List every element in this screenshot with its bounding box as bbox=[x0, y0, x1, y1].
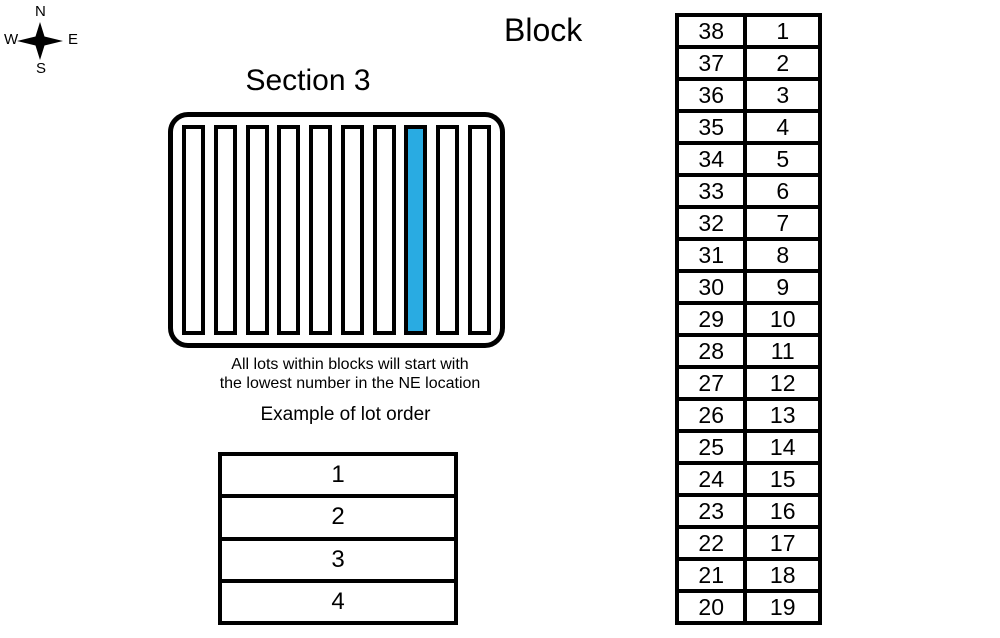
block-cell-right: 18 bbox=[743, 557, 822, 593]
block-cell-right: 16 bbox=[743, 493, 822, 529]
block-cell-right: 9 bbox=[743, 269, 822, 305]
section-bar bbox=[372, 125, 396, 335]
block-cell-left: 29 bbox=[674, 301, 748, 337]
lot-order-row: 4 bbox=[218, 578, 458, 626]
lot-number-cell: 2 bbox=[218, 494, 458, 541]
block-cell-left: 37 bbox=[674, 45, 748, 81]
block-cell-right: 14 bbox=[743, 429, 822, 465]
section-bar bbox=[213, 125, 237, 335]
section-bar bbox=[467, 125, 491, 335]
block-cell-left: 25 bbox=[674, 429, 748, 465]
block-cell-left: 31 bbox=[674, 237, 748, 273]
compass-rose: N W E S bbox=[0, 0, 92, 92]
block-cell-right: 17 bbox=[743, 525, 822, 561]
block-cell-right: 7 bbox=[743, 205, 822, 241]
block-cell-right: 1 bbox=[743, 13, 822, 49]
block-cell-right: 5 bbox=[743, 141, 822, 177]
block-cell-right: 11 bbox=[743, 333, 822, 369]
lot-rule-caption-line1: All lots within blocks will start with bbox=[231, 356, 469, 373]
block-cell-left: 30 bbox=[674, 269, 748, 305]
lot-rule-caption: All lots within blocks will start with t… bbox=[168, 355, 532, 393]
section-bar-highlighted bbox=[404, 125, 428, 335]
block-cell-left: 24 bbox=[674, 461, 748, 497]
block-cell-left: 38 bbox=[674, 13, 748, 49]
section-block-map bbox=[168, 112, 505, 348]
block-cell-left: 35 bbox=[674, 109, 748, 145]
block-cell-right: 2 bbox=[743, 45, 822, 81]
block-cell-left: 33 bbox=[674, 173, 748, 209]
compass-west-label: W bbox=[4, 31, 19, 48]
compass-south-label: S bbox=[36, 60, 47, 77]
section-bar bbox=[277, 125, 301, 335]
block-cell-right: 3 bbox=[743, 77, 822, 113]
lot-order-title: Example of lot order bbox=[260, 404, 431, 425]
block-title: Block bbox=[504, 12, 583, 48]
block-cell-right: 15 bbox=[743, 461, 822, 497]
block-cell-right: 6 bbox=[743, 173, 822, 209]
block-cell-left: 27 bbox=[674, 365, 748, 401]
compass-north-label: N bbox=[35, 3, 46, 20]
block-cell-left: 28 bbox=[674, 333, 748, 369]
block-cell-left: 20 bbox=[674, 589, 748, 625]
block-cell-left: 34 bbox=[674, 141, 748, 177]
lot-order-row: 1 bbox=[218, 451, 458, 499]
block-cell-left: 21 bbox=[674, 557, 748, 593]
section-bar bbox=[309, 125, 333, 335]
lot-number-cell: 1 bbox=[218, 451, 458, 499]
compass-star-icon bbox=[17, 22, 63, 60]
lot-order-row: 3 bbox=[218, 536, 458, 583]
section-title: Section 3 bbox=[245, 64, 371, 97]
compass-east-label: E bbox=[68, 31, 79, 48]
section-bar bbox=[436, 125, 460, 335]
block-cell-right: 12 bbox=[743, 365, 822, 401]
block-cell-left: 23 bbox=[674, 493, 748, 529]
section-bar bbox=[182, 125, 205, 335]
block-cell-left: 32 bbox=[674, 205, 748, 241]
section-bar bbox=[340, 125, 364, 335]
lot-number-cell: 3 bbox=[218, 536, 458, 583]
block-cell-left: 36 bbox=[674, 77, 748, 113]
block-cell-right: 13 bbox=[743, 397, 822, 433]
block-cell-right: 19 bbox=[743, 589, 822, 625]
block-cell-right: 4 bbox=[743, 109, 822, 145]
block-cell-right: 8 bbox=[743, 237, 822, 273]
block-cell-left: 22 bbox=[674, 525, 748, 561]
block-cell-left: 26 bbox=[674, 397, 748, 433]
lot-number-cell: 4 bbox=[218, 578, 458, 626]
lot-order-row: 2 bbox=[218, 494, 458, 541]
section-bar bbox=[245, 125, 269, 335]
block-cell-right: 10 bbox=[743, 301, 822, 337]
lot-rule-caption-line2: the lowest number in the NE location bbox=[219, 375, 481, 392]
